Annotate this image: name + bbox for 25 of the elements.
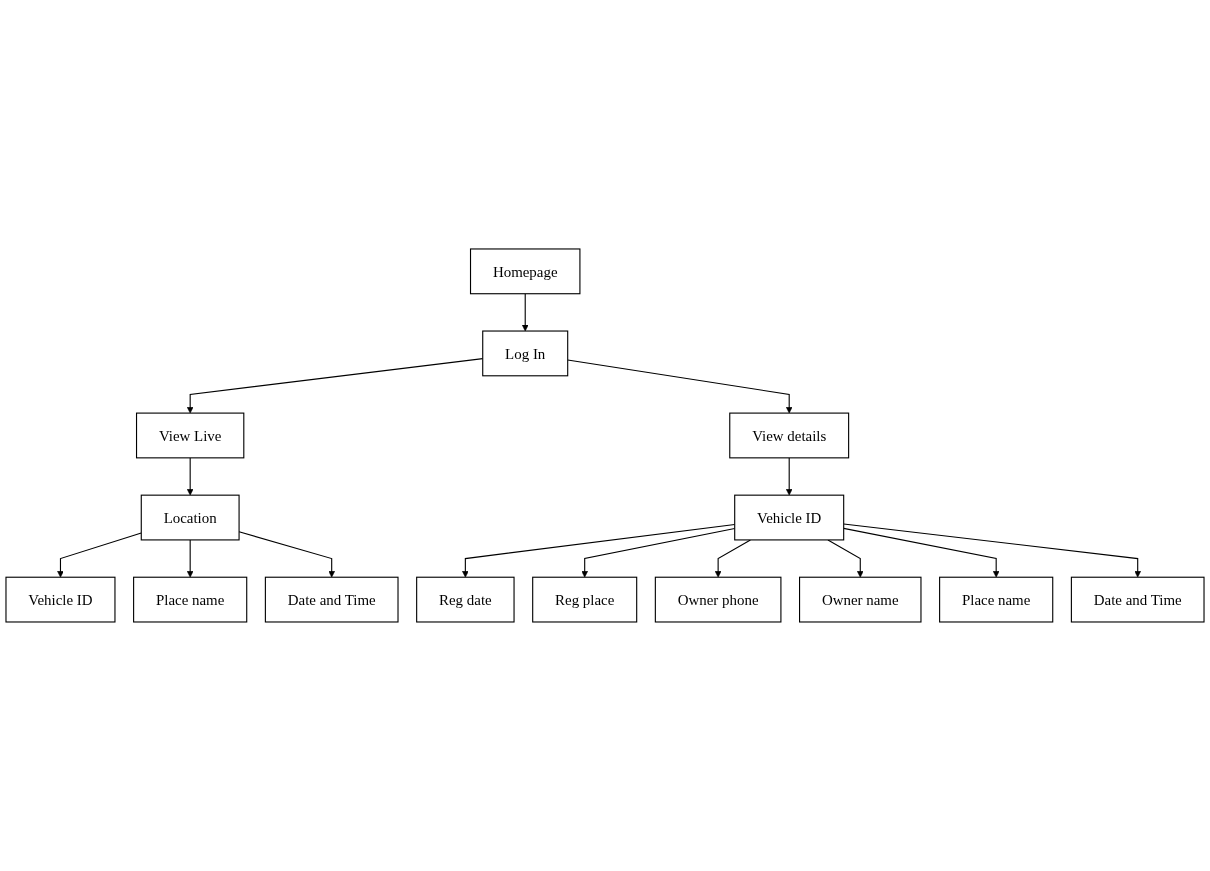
node-box: Reg place xyxy=(532,576,638,623)
node-box: Location xyxy=(140,494,240,541)
arrow xyxy=(714,539,751,578)
node-box: Vehicle ID xyxy=(5,576,116,623)
node-box: Place name xyxy=(133,576,248,623)
arrow xyxy=(186,457,194,496)
node-box: Owner phone xyxy=(654,576,782,623)
node-box: Date and Time xyxy=(264,576,399,623)
node-box: View details xyxy=(729,412,850,459)
arrow xyxy=(57,532,142,578)
arrow xyxy=(567,359,793,414)
node-box: Reg date xyxy=(416,576,515,623)
node-box: Vehicle ID xyxy=(734,494,845,541)
node-box: Date and Time xyxy=(1070,576,1205,623)
arrow xyxy=(843,523,1141,578)
node-box: Owner name xyxy=(799,576,922,623)
arrow xyxy=(186,539,194,578)
arrow xyxy=(785,457,793,496)
node-box: Place name xyxy=(939,576,1054,623)
arrow xyxy=(843,527,1000,578)
node-box: View Live xyxy=(136,412,245,459)
node-box: Log In xyxy=(482,330,569,377)
arrow xyxy=(827,539,864,578)
arrow xyxy=(521,293,529,332)
node-box: Homepage xyxy=(469,248,581,295)
